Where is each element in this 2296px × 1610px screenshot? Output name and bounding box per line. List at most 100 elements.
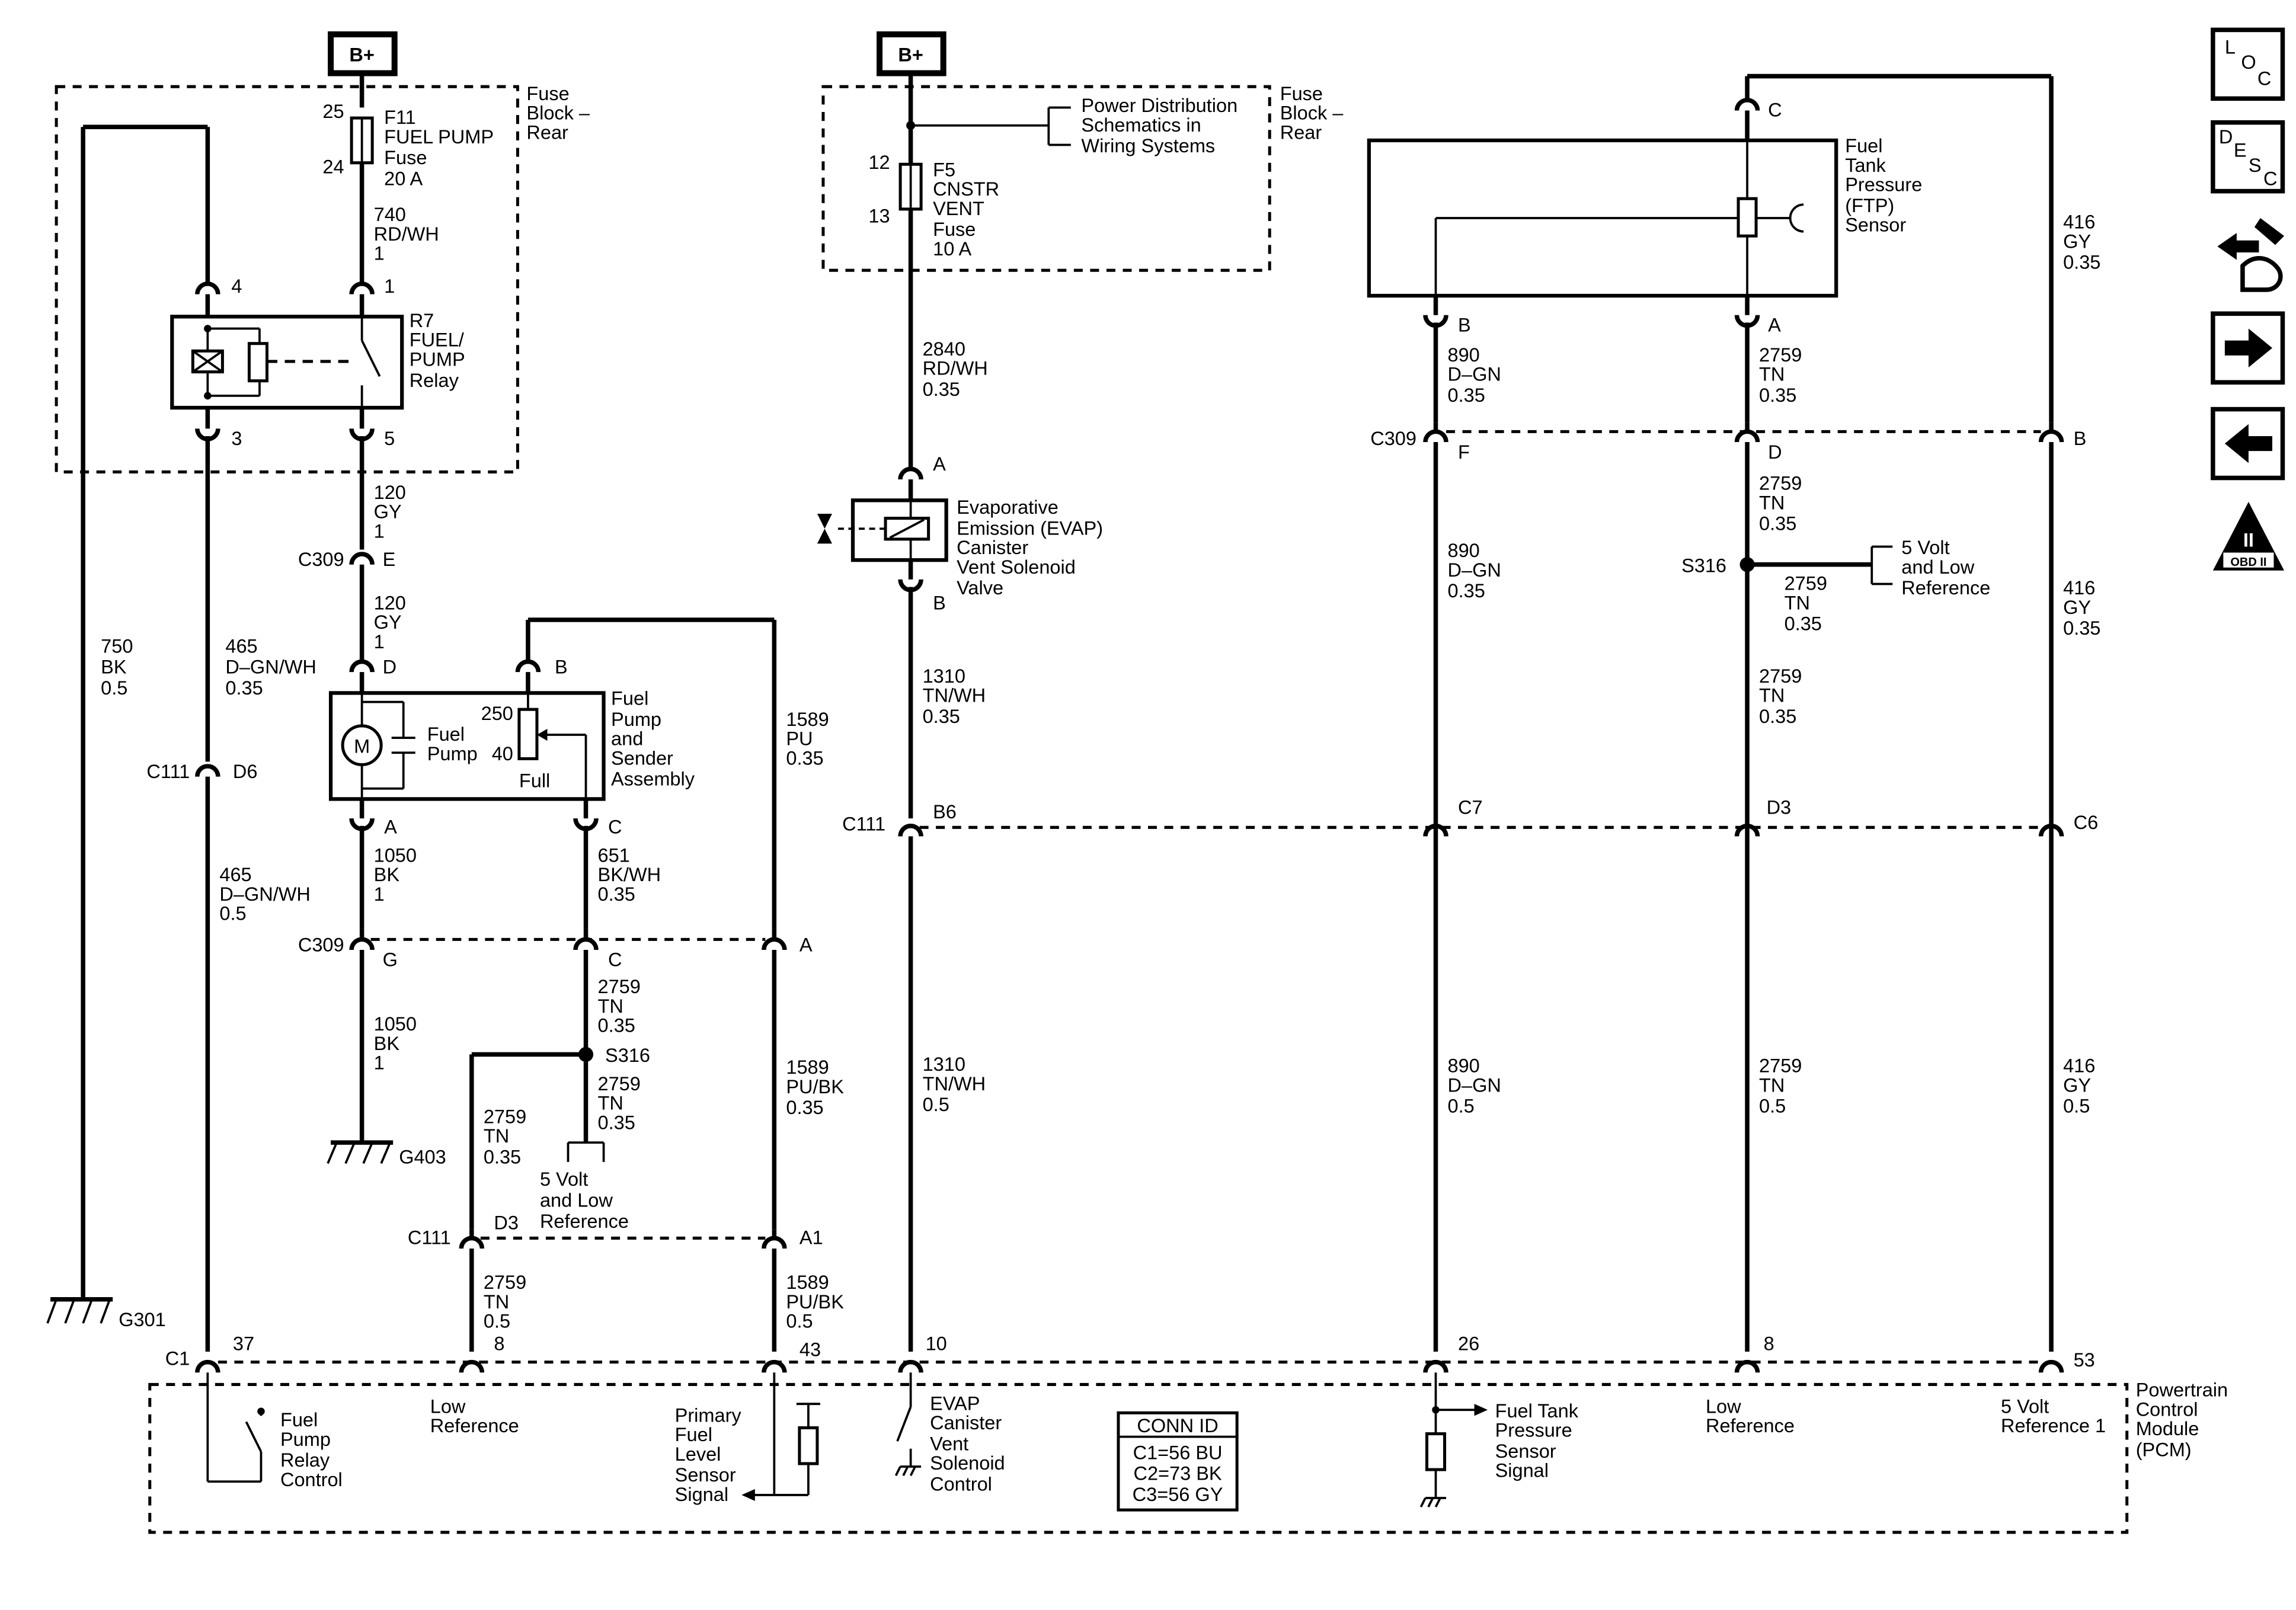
svg-text:E: E <box>383 548 396 570</box>
svg-text:0.35: 0.35 <box>2063 617 2100 639</box>
svg-text:VENT: VENT <box>933 197 984 219</box>
svg-text:Fuel: Fuel <box>427 723 465 745</box>
svg-text:465: 465 <box>225 635 257 657</box>
svg-text:1: 1 <box>384 275 395 297</box>
svg-text:PUMP: PUMP <box>410 348 465 370</box>
svg-text:B+: B+ <box>349 43 374 65</box>
svg-text:250: 250 <box>481 702 513 724</box>
svg-text:416: 416 <box>2063 211 2095 233</box>
wire-416a-label: 416 GY 0.35 <box>2063 211 2100 273</box>
svg-text:0.5: 0.5 <box>219 902 246 924</box>
svg-text:10: 10 <box>926 1332 947 1354</box>
svg-text:Rear: Rear <box>1280 121 1322 143</box>
pcm-ftp-signal: Fuel Tank Pressure Sensor Signal <box>1419 1372 1579 1507</box>
svg-text:740: 740 <box>374 203 406 225</box>
svg-text:890: 890 <box>1448 539 1480 561</box>
svg-text:BK: BK <box>374 863 400 885</box>
svg-text:PU/BK: PU/BK <box>786 1076 844 1097</box>
wire-2759b-label: 2759 TN 0.35 <box>598 1073 641 1134</box>
svg-text:Power Distribution: Power Distribution <box>1081 94 1237 116</box>
wire-120a-label: 120 GY 1 <box>374 481 406 542</box>
svg-text:TN: TN <box>598 1092 623 1114</box>
wire-1589a-label: 1589 PU 0.35 <box>786 708 829 769</box>
svg-text:Block –: Block – <box>526 102 590 124</box>
svg-text:0.5: 0.5 <box>923 1093 949 1115</box>
svg-text:2759: 2759 <box>1759 1055 1802 1077</box>
pcm-five-volt-ref: 5 Volt Reference 1 <box>2001 1395 2106 1436</box>
svg-text:20 A: 20 A <box>384 167 423 189</box>
svg-text:Fuel: Fuel <box>280 1409 318 1430</box>
wire-890a-label: 890 D–GN 0.35 <box>1448 344 1501 406</box>
svg-text:2759: 2759 <box>484 1105 526 1127</box>
svg-text:Pump: Pump <box>427 742 478 764</box>
connector-tool-icon[interactable] <box>2217 217 2284 292</box>
svg-text:D6: D6 <box>233 760 258 782</box>
wire-2759i-label: 2759 TN 0.5 <box>1759 1055 1802 1117</box>
relay-pins: 4 1 3 5 <box>195 275 395 449</box>
svg-text:PU/BK: PU/BK <box>786 1291 844 1313</box>
svg-text:B: B <box>2074 427 2087 449</box>
svg-text:Control: Control <box>280 1468 343 1490</box>
svg-text:2759: 2759 <box>1785 572 1827 594</box>
svg-text:BK: BK <box>101 656 127 678</box>
next-arrow-icon[interactable] <box>2211 311 2285 385</box>
svg-text:Sensor: Sensor <box>1845 214 1906 236</box>
pcm-low-ref-2: Low Reference <box>1706 1395 1795 1436</box>
svg-text:Vent: Vent <box>930 1432 968 1454</box>
svg-text:5 Volt: 5 Volt <box>2001 1395 2049 1417</box>
svg-text:3: 3 <box>231 427 242 449</box>
wire-1050b-label: 1050 BK 1 <box>374 1013 417 1074</box>
svg-text:Low: Low <box>1706 1395 1741 1417</box>
svg-text:416: 416 <box>2063 1055 2095 1077</box>
svg-text:120: 120 <box>374 481 406 503</box>
svg-text:1589: 1589 <box>786 708 829 730</box>
svg-text:F5: F5 <box>933 158 955 180</box>
svg-text:TN: TN <box>1759 684 1785 706</box>
svg-text:12: 12 <box>868 151 890 173</box>
svg-text:120: 120 <box>374 591 406 613</box>
ref-right: 5 Volt and Low Reference <box>1870 536 1990 598</box>
svg-text:FUEL/: FUEL/ <box>410 329 465 351</box>
svg-text:37: 37 <box>233 1332 254 1354</box>
wire-2759a-label: 2759 TN 0.35 <box>598 975 641 1036</box>
svg-text:2759: 2759 <box>1759 472 1802 494</box>
svg-text:13: 13 <box>868 204 890 226</box>
svg-text:1589: 1589 <box>786 1271 829 1293</box>
svg-text:5: 5 <box>384 427 395 449</box>
svg-text:B+: B+ <box>898 43 923 65</box>
svg-text:Fuel Tank: Fuel Tank <box>1495 1400 1579 1422</box>
wire-750-label: 750 BK 0.5 <box>101 635 133 699</box>
svg-text:1: 1 <box>374 520 385 542</box>
svg-text:Low: Low <box>430 1395 466 1417</box>
wire-465b-label: 465 D–GN/WH 0.5 <box>219 863 311 924</box>
svg-text:GY: GY <box>2063 596 2091 618</box>
loc-icon[interactable]: L O C <box>2211 27 2285 101</box>
svg-text:Vent Solenoid: Vent Solenoid <box>957 556 1076 578</box>
svg-text:and Low: and Low <box>540 1189 613 1211</box>
desc-icon[interactable]: D E S C <box>2211 120 2285 194</box>
svg-text:5 Volt: 5 Volt <box>540 1168 588 1190</box>
obd-ii-icon[interactable]: II OBD II <box>2212 501 2284 571</box>
svg-text:25: 25 <box>322 100 344 122</box>
svg-text:1: 1 <box>374 242 385 264</box>
svg-text:B6: B6 <box>933 801 957 822</box>
svg-text:1050: 1050 <box>374 1013 417 1035</box>
wire-1589c-label: 1589 PU/BK 0.5 <box>786 1271 844 1332</box>
svg-text:GY: GY <box>2063 1074 2091 1096</box>
svg-text:D–GN/WH: D–GN/WH <box>225 656 316 678</box>
wire-1050a-label: 1050 BK 1 <box>374 844 417 905</box>
svg-text:Reference: Reference <box>1706 1414 1795 1436</box>
svg-text:0.35: 0.35 <box>1448 384 1485 406</box>
svg-text:D–GN: D–GN <box>1448 363 1501 385</box>
svg-text:0.35: 0.35 <box>2063 251 2100 273</box>
back-arrow-icon[interactable] <box>2211 406 2285 481</box>
svg-text:1310: 1310 <box>923 665 965 687</box>
svg-text:C: C <box>2257 68 2271 89</box>
svg-text:S316: S316 <box>605 1044 650 1066</box>
svg-text:0.35: 0.35 <box>598 1014 635 1036</box>
svg-text:C1=56 BU: C1=56 BU <box>1133 1441 1223 1463</box>
svg-text:0.5: 0.5 <box>786 1310 813 1332</box>
ground-g403: G403 <box>327 1140 446 1167</box>
svg-text:Pressure: Pressure <box>1845 174 1922 196</box>
svg-text:BK/WH: BK/WH <box>598 863 661 885</box>
